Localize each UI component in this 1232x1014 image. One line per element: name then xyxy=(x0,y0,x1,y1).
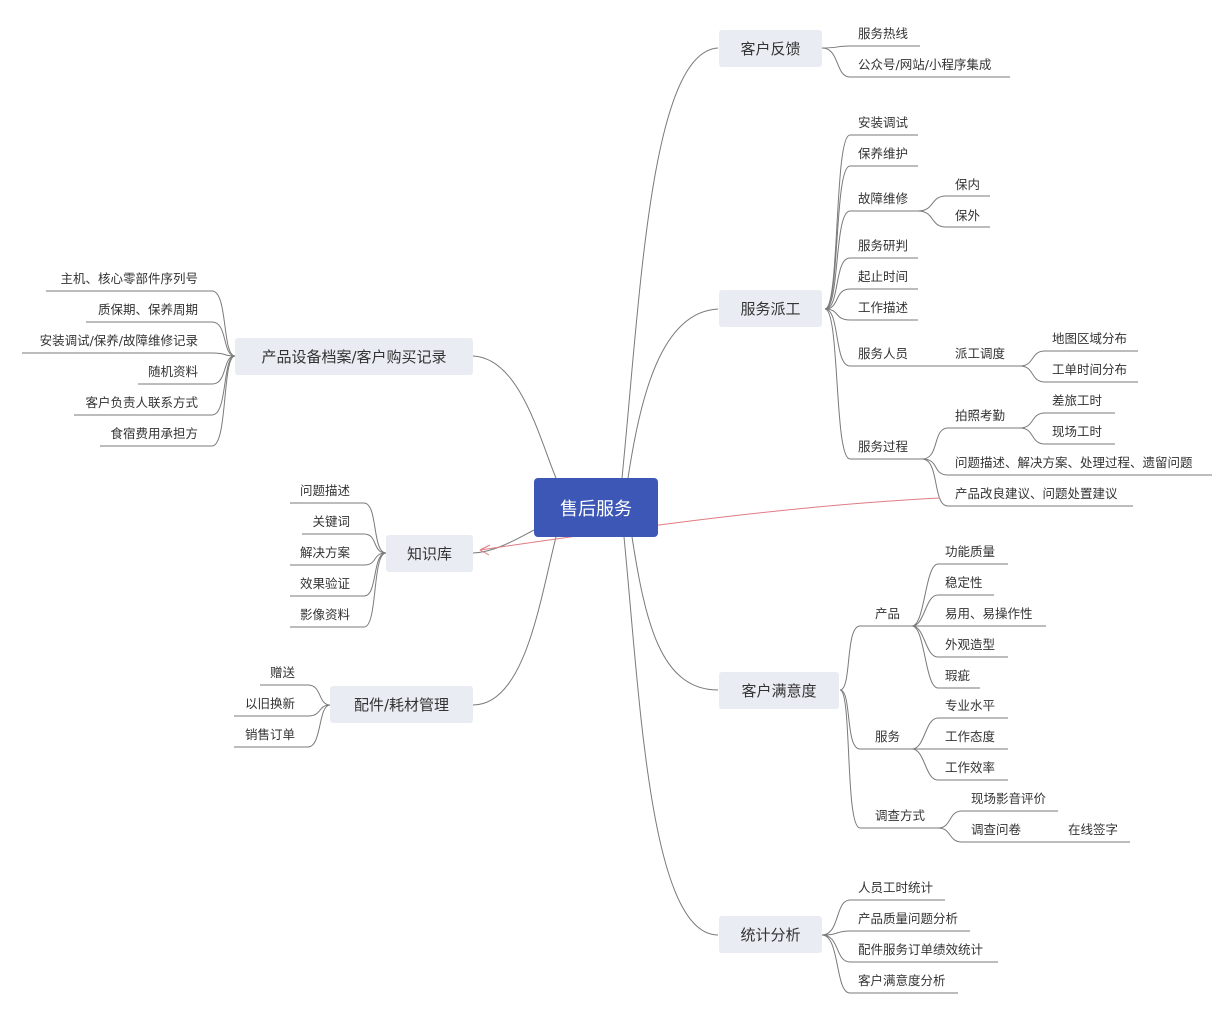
leaf-time-distribution[interactable]: 工单时间分布 xyxy=(1052,362,1128,377)
leaf-maintain[interactable]: 保养维护 xyxy=(858,146,909,161)
leaf-usability[interactable]: 易用、易操作性 xyxy=(945,606,1033,621)
leaf-parts-performance-stats[interactable]: 配件服务订单绩效统计 xyxy=(858,942,984,957)
leaf-warranty-period[interactable]: 质保期、保养周期 xyxy=(97,302,198,317)
topic-statistics[interactable]: 统计分析 xyxy=(719,916,822,953)
leaf-trade-in[interactable]: 以旧换新 xyxy=(244,696,295,711)
leaf-judge[interactable]: 服务研判 xyxy=(858,238,909,253)
topic-customer-satisfaction[interactable]: 客户满意度 xyxy=(719,672,839,709)
leaf-satisfaction-analysis[interactable]: 客户满意度分析 xyxy=(858,973,946,988)
leaf-work-desc[interactable]: 工作描述 xyxy=(858,300,909,315)
leaf-survey-method[interactable]: 调查方式 xyxy=(875,808,926,823)
leaf-map-distribution[interactable]: 地图区域分布 xyxy=(1052,331,1128,346)
leaf-travel-hours[interactable]: 差旅工时 xyxy=(1052,393,1103,408)
leaf-work-efficiency[interactable]: 工作效率 xyxy=(945,760,996,775)
leaf-questionnaire[interactable]: 调查问卷 xyxy=(971,822,1022,837)
leaf-repair-in-warranty[interactable]: 保内 xyxy=(955,177,981,192)
leaf-work-attitude[interactable]: 工作态度 xyxy=(945,729,996,744)
leaf-product[interactable]: 产品 xyxy=(875,606,901,621)
topic-service-dispatch[interactable]: 服务派工 xyxy=(719,290,822,327)
leaf-quality-analysis[interactable]: 产品质量问题分析 xyxy=(858,911,959,926)
topic-parts-management[interactable]: 配件/耗材管理 xyxy=(330,686,473,723)
leaf-defect[interactable]: 瑕疵 xyxy=(945,668,971,683)
topic-product-archive[interactable]: 产品设备档案/客户购买记录 xyxy=(235,338,473,375)
leaf-serial-numbers[interactable]: 主机、核心零部件序列号 xyxy=(60,271,198,286)
leaf-accompanying-docs[interactable]: 随机资料 xyxy=(147,364,198,379)
leaf-staff-hours-stats[interactable]: 人员工时统计 xyxy=(858,880,934,895)
leaf-improvement-suggestion[interactable]: 产品改良建议、问题处置建议 xyxy=(955,486,1118,501)
leaf-appearance[interactable]: 外观造型 xyxy=(945,637,996,652)
leaf-stability[interactable]: 稳定性 xyxy=(945,575,983,590)
leaf-repair[interactable]: 故障维修 xyxy=(858,191,909,206)
leaf-function-quality[interactable]: 功能质量 xyxy=(945,544,996,559)
leaf-online-channels[interactable]: 公众号/网站/小程序集成 xyxy=(858,57,992,72)
leaf-schedule[interactable]: 派工调度 xyxy=(955,346,1006,361)
root-topic[interactable]: 售后服务 xyxy=(534,478,658,537)
leaf-sales-order[interactable]: 销售订单 xyxy=(244,727,295,742)
topic-knowledge-base[interactable]: 知识库 xyxy=(386,535,473,572)
leaf-professional-level[interactable]: 专业水平 xyxy=(945,698,996,713)
leaf-kb-keywords[interactable]: 关键词 xyxy=(312,514,350,529)
leaf-process[interactable]: 服务过程 xyxy=(858,439,909,454)
topic-customer-feedback[interactable]: 客户反馈 xyxy=(719,30,822,67)
leaf-problem-record[interactable]: 问题描述、解决方案、处理过程、遗留问题 xyxy=(955,455,1193,470)
leaf-kb-solution[interactable]: 解决方案 xyxy=(299,545,350,560)
leaf-time[interactable]: 起止时间 xyxy=(858,269,909,284)
leaf-onsite-av-review[interactable]: 现场影音评价 xyxy=(971,791,1047,806)
leaf-customer-contact[interactable]: 客户负责人联系方式 xyxy=(85,395,198,410)
leaf-install[interactable]: 安装调试 xyxy=(858,115,909,130)
leaf-onsite-hours[interactable]: 现场工时 xyxy=(1052,424,1103,439)
leaf-expense-bearer[interactable]: 食宿费用承担方 xyxy=(110,426,198,441)
leaf-hotline[interactable]: 服务热线 xyxy=(858,26,909,41)
leaf-kb-media[interactable]: 影像资料 xyxy=(299,607,350,622)
leaf-service[interactable]: 服务 xyxy=(875,729,901,744)
leaf-gift[interactable]: 赠送 xyxy=(269,665,295,680)
leaf-service-records[interactable]: 安装调试/保养/故障维修记录 xyxy=(39,333,198,348)
leaf-online-signature[interactable]: 在线签字 xyxy=(1068,822,1119,837)
leaf-kb-verification[interactable]: 效果验证 xyxy=(299,576,350,591)
leaf-staff[interactable]: 服务人员 xyxy=(858,346,909,361)
leaf-kb-problem[interactable]: 问题描述 xyxy=(299,483,350,498)
leaf-repair-out-warranty[interactable]: 保外 xyxy=(955,208,981,223)
leaf-photo-attendance[interactable]: 拍照考勤 xyxy=(955,408,1006,423)
